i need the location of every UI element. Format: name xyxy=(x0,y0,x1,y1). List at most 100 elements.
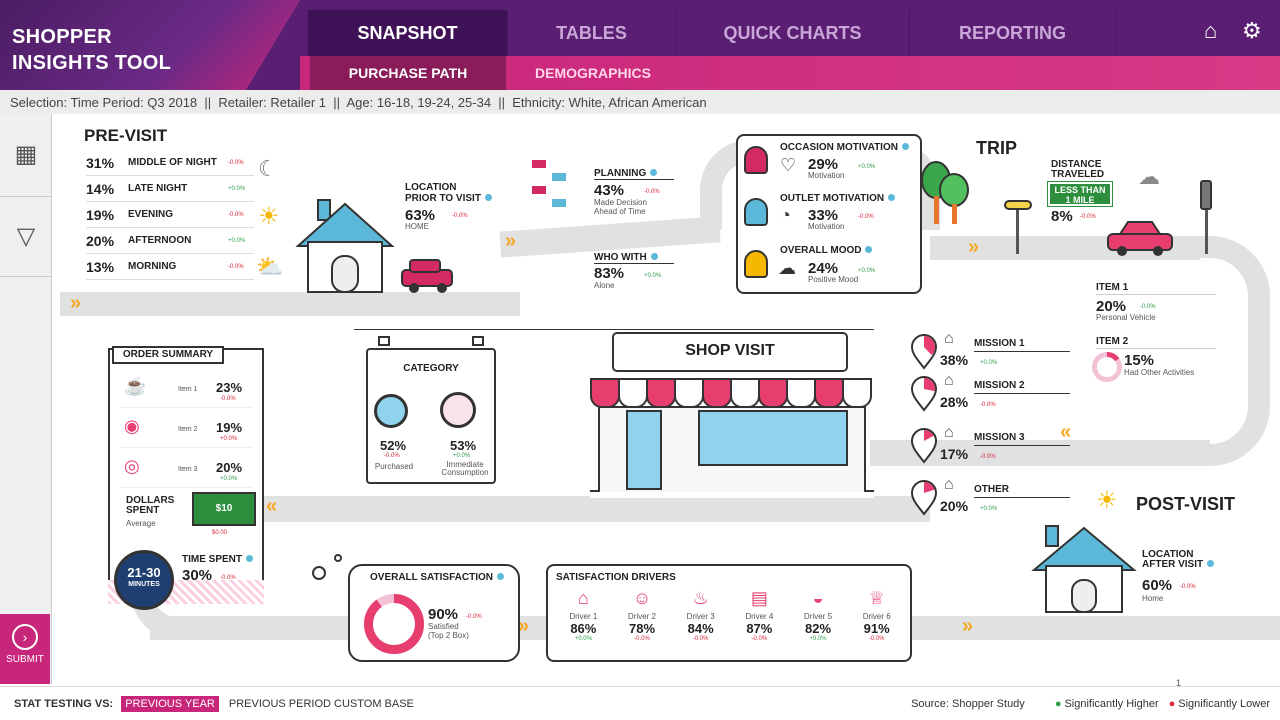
driver-label: Driver 4 xyxy=(745,612,774,621)
order-item-pct: 23% xyxy=(216,380,243,395)
time-spent-title: TIME SPENT xyxy=(182,554,254,565)
info-icon[interactable] xyxy=(1207,560,1215,567)
sig-lower-label: Significantly Lower xyxy=(1178,697,1270,710)
category-2-delta: +0.0% xyxy=(453,453,471,459)
cloud-icon: ☁ xyxy=(1138,164,1160,189)
previsit-pct: 31% xyxy=(86,154,115,171)
bubble-icon xyxy=(334,554,342,562)
category-1-delta: -0.0% xyxy=(384,453,400,459)
info-icon[interactable] xyxy=(650,169,658,176)
shop-sign xyxy=(612,332,848,372)
awning-stripe xyxy=(674,378,704,408)
mood-title: OVERALL MOOD xyxy=(780,245,873,256)
info-icon[interactable] xyxy=(484,194,492,201)
filter-icon[interactable]: ▽ xyxy=(16,223,36,250)
who-with-pct: 83% xyxy=(594,265,625,282)
bomb-icon: ◔ xyxy=(780,205,791,225)
category-1-sub: Purchased xyxy=(374,462,414,471)
info-icon[interactable] xyxy=(901,143,909,150)
subtab-demographics[interactable]: DEMOGRAPHICS xyxy=(535,65,651,81)
previous-period-button[interactable]: PREVIOUS PERIOD CUSTOM BASE xyxy=(228,697,414,710)
selection-bar: Selection: Time Period: Q3 2018 || Retai… xyxy=(0,90,1280,114)
info-icon[interactable] xyxy=(650,253,658,260)
car-icon xyxy=(401,259,453,293)
shop-window xyxy=(698,410,848,466)
awning-stripe xyxy=(618,378,648,408)
footer: STAT TESTING VS: PREVIOUS YEAR PREVIOUS … xyxy=(0,686,1280,720)
info-icon[interactable] xyxy=(865,246,873,253)
calendar-icon[interactable]: ▦ xyxy=(14,141,38,168)
road-segment xyxy=(1180,236,1270,466)
category-1-pct: 52% xyxy=(380,438,407,453)
mission-title: MISSION 2 xyxy=(974,380,1025,391)
bowl-icon xyxy=(374,394,408,428)
info-icon[interactable] xyxy=(246,555,254,562)
road-arrow-icon: « xyxy=(266,495,278,517)
donut-value xyxy=(364,594,424,654)
home-icon[interactable]: ⌂ xyxy=(1204,18,1218,43)
road-segment xyxy=(60,292,520,316)
info-icon[interactable] xyxy=(888,194,896,201)
road-arrow-icon: « xyxy=(1060,421,1072,443)
divider xyxy=(354,329,874,330)
road-arrow-icon: » xyxy=(70,292,82,314)
driver-pct: 91% xyxy=(863,621,890,636)
mission-title: MISSION 1 xyxy=(974,338,1025,349)
time-spent-delta: -0.0% xyxy=(220,575,236,581)
driver-label: Driver 5 xyxy=(804,612,833,621)
previsit-title: PRE-VISIT xyxy=(84,126,168,145)
previsit-pct: 14% xyxy=(86,180,115,197)
previsit-delta: -0.0% xyxy=(228,211,244,218)
order-item-label: Item 3 xyxy=(178,466,198,473)
tab-quick-charts[interactable]: QUICK CHARTS xyxy=(676,10,910,56)
road-arrow-icon: » xyxy=(505,230,517,252)
mission-title: MISSION 3 xyxy=(974,432,1025,443)
who-with-delta: +0.0% xyxy=(644,273,662,279)
previsit-row: 19%EVENING-0.0% xyxy=(86,202,254,228)
mission-icon: ⌂ xyxy=(944,476,954,493)
logo xyxy=(0,0,300,90)
driver-pct: 86% xyxy=(570,621,597,636)
sun-icon: ☀ xyxy=(1096,487,1118,514)
location-pin-icon xyxy=(910,428,938,464)
sun-cloud-icon: ⛅ xyxy=(256,254,284,279)
item1-pct: 20% xyxy=(1096,298,1127,315)
gear-icon[interactable]: ⚙ xyxy=(1242,18,1262,43)
sig-higher-label: Significantly Higher xyxy=(1064,697,1159,710)
time-spent-pct: 30% xyxy=(182,567,213,584)
location-prior-delta: -0.0% xyxy=(452,213,468,219)
driver-label: Driver 6 xyxy=(862,612,891,621)
subtab-purchase-path[interactable]: PURCHASE PATH xyxy=(310,56,506,90)
plate-icon xyxy=(440,392,476,428)
item2-title: ITEM 2 xyxy=(1096,336,1129,347)
drivers-title: SATISFACTION DRIVERS xyxy=(556,572,676,583)
mission-pct: 17% xyxy=(940,446,969,462)
mission-slice xyxy=(924,481,935,493)
submit-label: SUBMIT xyxy=(6,654,44,665)
tab-snapshot[interactable]: SNAPSHOT xyxy=(308,10,508,56)
submit-button[interactable]: › SUBMIT xyxy=(0,614,50,684)
tab-reporting[interactable]: REPORTING xyxy=(910,10,1116,56)
satisfaction-delta: -0.0% xyxy=(466,614,482,620)
main-nav: SNAPSHOT TABLES QUICK CHARTS REPORTING xyxy=(308,10,1116,56)
info-icon[interactable] xyxy=(496,573,504,580)
tab-tables[interactable]: TABLES xyxy=(508,10,676,56)
mood-delta: +0.0% xyxy=(858,268,876,274)
mission-delta: +0.0% xyxy=(980,506,998,512)
postvisit-pct: 60% xyxy=(1142,577,1173,594)
mission-delta: +0.0% xyxy=(980,360,998,366)
previous-year-button[interactable]: PREVIOUS YEAR xyxy=(121,695,219,712)
sidebar xyxy=(0,114,52,684)
outlet-pct: 33% xyxy=(808,207,839,224)
divider xyxy=(974,497,1070,498)
previsit-label: MIDDLE OF NIGHT xyxy=(128,157,217,168)
satisfaction-pct: 90% xyxy=(428,606,459,623)
driver-label: Driver 1 xyxy=(569,612,598,621)
